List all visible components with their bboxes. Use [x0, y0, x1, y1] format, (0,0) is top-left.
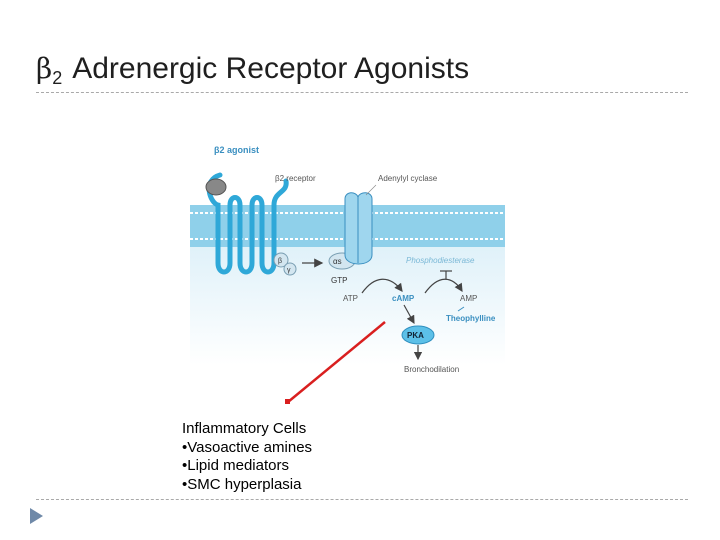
cyclase-label: Adenylyl cyclase [378, 174, 438, 183]
inflammatory-heading: Inflammatory Cells [182, 420, 307, 437]
bronchodilation-label: Bronchodilation [404, 365, 459, 374]
title-text: Adrenergic Receptor Agonists [72, 52, 470, 85]
phosphodiesterase-label: Phosphodiesterase [406, 256, 475, 265]
agonist-molecule [205, 178, 227, 196]
beta-subunit-label: β [278, 258, 282, 265]
gtp-label: GTP [331, 276, 347, 285]
pka-node [401, 325, 435, 345]
slide-title: β2 Adrenergic Receptor Agonists [36, 52, 469, 89]
inflammatory-item: •Vasoactive amines [182, 438, 313, 456]
title-beta-symbol: β [36, 52, 53, 85]
theophylline-label: Theophylline [446, 314, 496, 323]
g-gamma-subunit [283, 262, 297, 276]
agonist-label: β2 agonist [214, 145, 259, 155]
atp-label: ATP [343, 294, 358, 303]
title-divider [36, 92, 688, 93]
title-subscript: 2 [52, 68, 63, 88]
amp-label: AMP [460, 294, 477, 303]
alpha-subunit-label: αs [333, 257, 342, 266]
g-beta-subunit [273, 252, 289, 268]
corner-triangle-icon [30, 508, 43, 524]
signaling-diagram: β γ αs GTP β2 agonist β2 receptor Adenyl… [180, 125, 515, 385]
camp-label: cAMP [392, 294, 415, 303]
red-connector-end [285, 399, 290, 404]
receptor-label: β2 receptor [275, 174, 316, 183]
gamma-subunit-label: γ [287, 267, 291, 274]
pka-label: PKA [407, 331, 424, 340]
inflammatory-item: •SMC hyperplasia [182, 475, 302, 493]
footer-divider [36, 499, 688, 500]
inflammatory-item: •Lipid mediators [182, 457, 289, 474]
beta2-receptor [206, 172, 289, 275]
inflammatory-cells-list: Inflammatory Cells •Vasoactive amines •L… [182, 420, 312, 494]
signaling-svg: β γ αs GTP β2 agonist β2 receptor Adenyl… [190, 145, 505, 374]
